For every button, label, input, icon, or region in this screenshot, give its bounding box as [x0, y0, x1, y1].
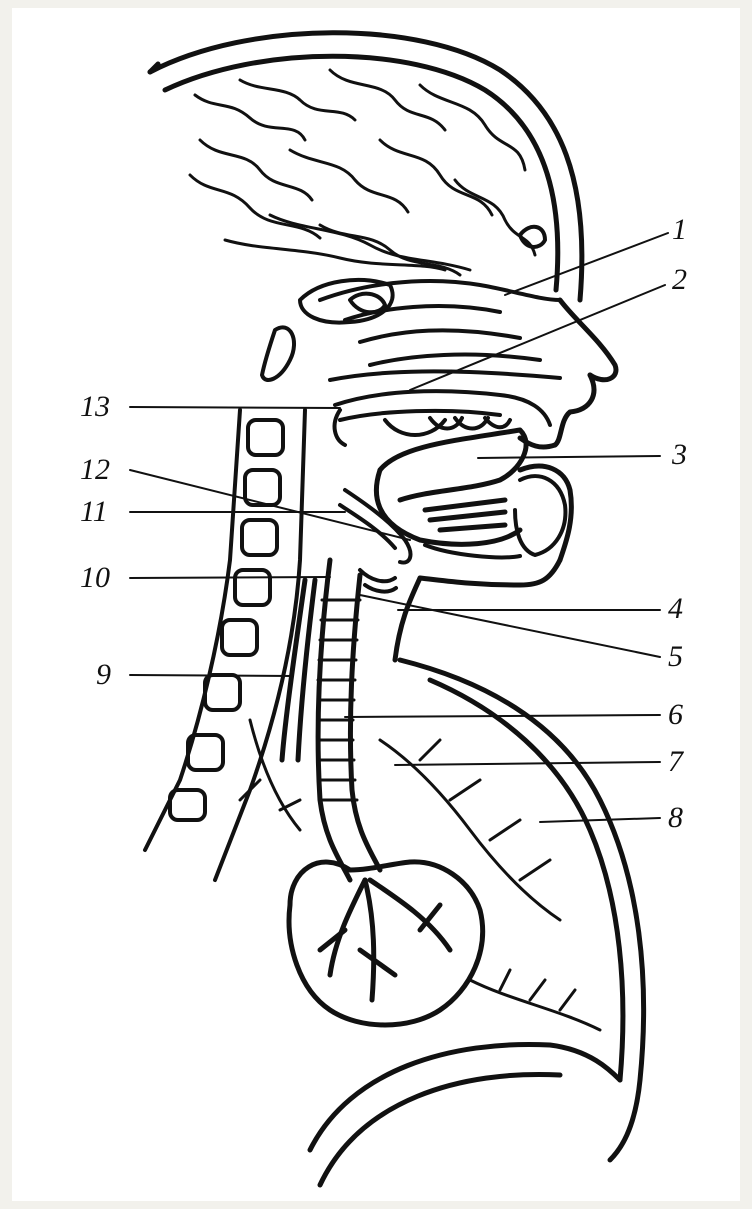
- leader-5: [360, 595, 660, 657]
- label-10: 10: [80, 563, 110, 593]
- lung: [289, 862, 483, 1025]
- leader-3: [478, 456, 660, 458]
- label-7: 7: [668, 747, 683, 777]
- leader-13: [130, 407, 340, 408]
- thoracic-wall: [310, 660, 644, 1185]
- pleural-vessels: [240, 720, 600, 1030]
- leader-9: [130, 675, 293, 676]
- label-12: 12: [80, 455, 110, 485]
- label-4: 4: [668, 594, 683, 624]
- label-11: 11: [80, 497, 108, 527]
- label-3: 3: [672, 440, 687, 470]
- label-5: 5: [668, 642, 683, 672]
- leader-7: [395, 762, 660, 765]
- tongue: [376, 430, 526, 544]
- brain-gyri: [190, 70, 535, 275]
- label-6: 6: [668, 700, 683, 730]
- leader-8: [540, 818, 660, 822]
- label-1: 1: [672, 215, 687, 245]
- skull-outline: [150, 33, 582, 300]
- label-9: 9: [96, 660, 111, 690]
- leader-6: [345, 715, 660, 717]
- palate-and-teeth: [335, 391, 550, 445]
- label-13: 13: [80, 392, 110, 422]
- label-2: 2: [672, 265, 687, 295]
- label-8: 8: [668, 803, 683, 833]
- epiglottis: [340, 490, 410, 592]
- leader-10: [130, 577, 330, 578]
